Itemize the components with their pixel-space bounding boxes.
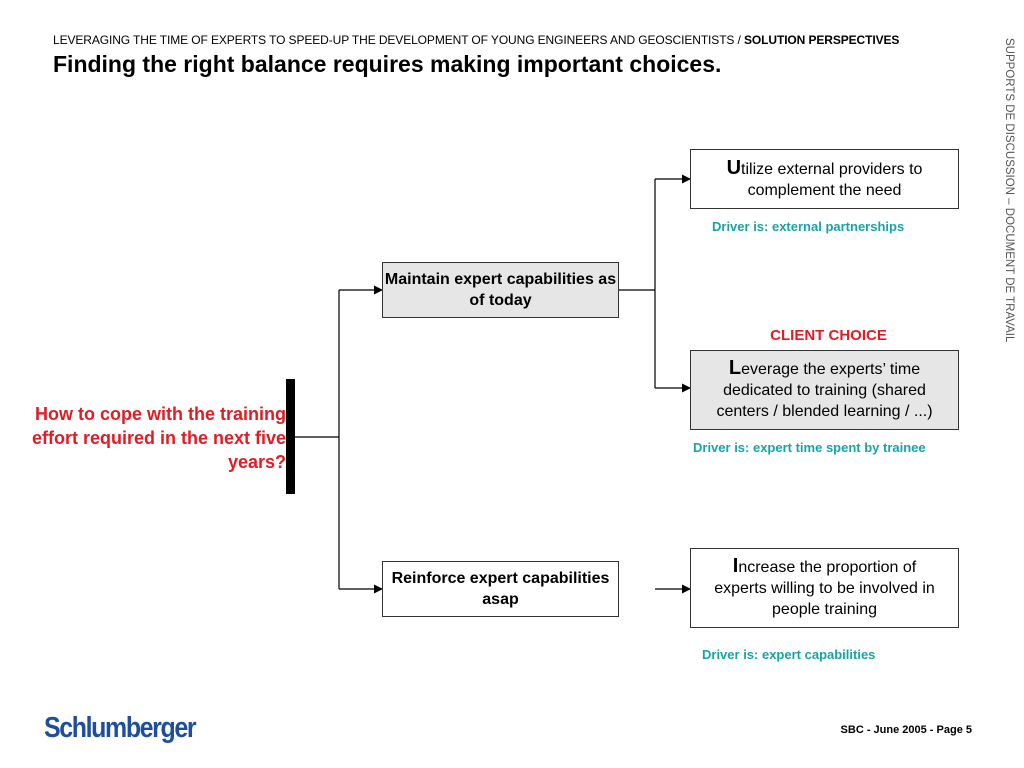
root-question: How to cope with the training effort req…: [31, 404, 286, 472]
option-utilize: Utilize external providers to complement…: [690, 149, 959, 209]
option-utilize-text: Utilize external providers to complement…: [709, 156, 940, 201]
branch-maintain: Maintain expert capabilities as of today: [382, 262, 619, 318]
option-increase-body: ncrease the proportion of experts willin…: [714, 559, 935, 618]
option-increase: Increase the proportion of experts willi…: [690, 548, 959, 628]
page-footer: SBC - June 2005 - Page 5: [840, 724, 972, 736]
breadcrumb-section: SOLUTION PERSPECTIVES: [744, 33, 900, 47]
branch-reinforce-label: Reinforce expert capabilities asap: [391, 570, 610, 608]
driver-utilize: Driver is: external partnerships: [712, 219, 905, 234]
schlumberger-logo: Schlumberger: [44, 712, 197, 744]
root-bar: [286, 379, 295, 494]
option-utilize-initial: U: [726, 156, 742, 179]
option-increase-text: Increase the proportion of experts willi…: [713, 556, 936, 620]
breadcrumb: LEVERAGING THE TIME OF EXPERTS TO SPEED-…: [53, 33, 899, 47]
branch-maintain-label: Maintain expert capabilities as of today: [384, 271, 617, 309]
option-leverage-initial: L: [728, 357, 742, 379]
driver-leverage: Driver is: expert time spent by trainee: [693, 440, 926, 455]
client-choice-label: CLIENT CHOICE: [770, 327, 887, 344]
breadcrumb-text: LEVERAGING THE TIME OF EXPERTS TO SPEED-…: [53, 33, 745, 47]
option-leverage-body: everage the experts’ time dedicated to t…: [716, 361, 933, 420]
option-utilize-body: tilize external providers to complement …: [741, 160, 923, 199]
side-label: SUPPORTS DE DISCUSSION – DOCUMENT DE TRA…: [1003, 38, 1015, 343]
option-leverage: Leverage the experts’ time dedicated to …: [690, 350, 959, 430]
branch-reinforce: Reinforce expert capabilities asap: [382, 561, 619, 617]
page-title: Finding the right balance requires makin…: [53, 51, 722, 77]
driver-increase: Driver is: expert capabilities: [702, 647, 876, 662]
option-leverage-text: Leverage the experts’ time dedicated to …: [701, 358, 948, 422]
option-increase-initial: I: [732, 555, 739, 577]
